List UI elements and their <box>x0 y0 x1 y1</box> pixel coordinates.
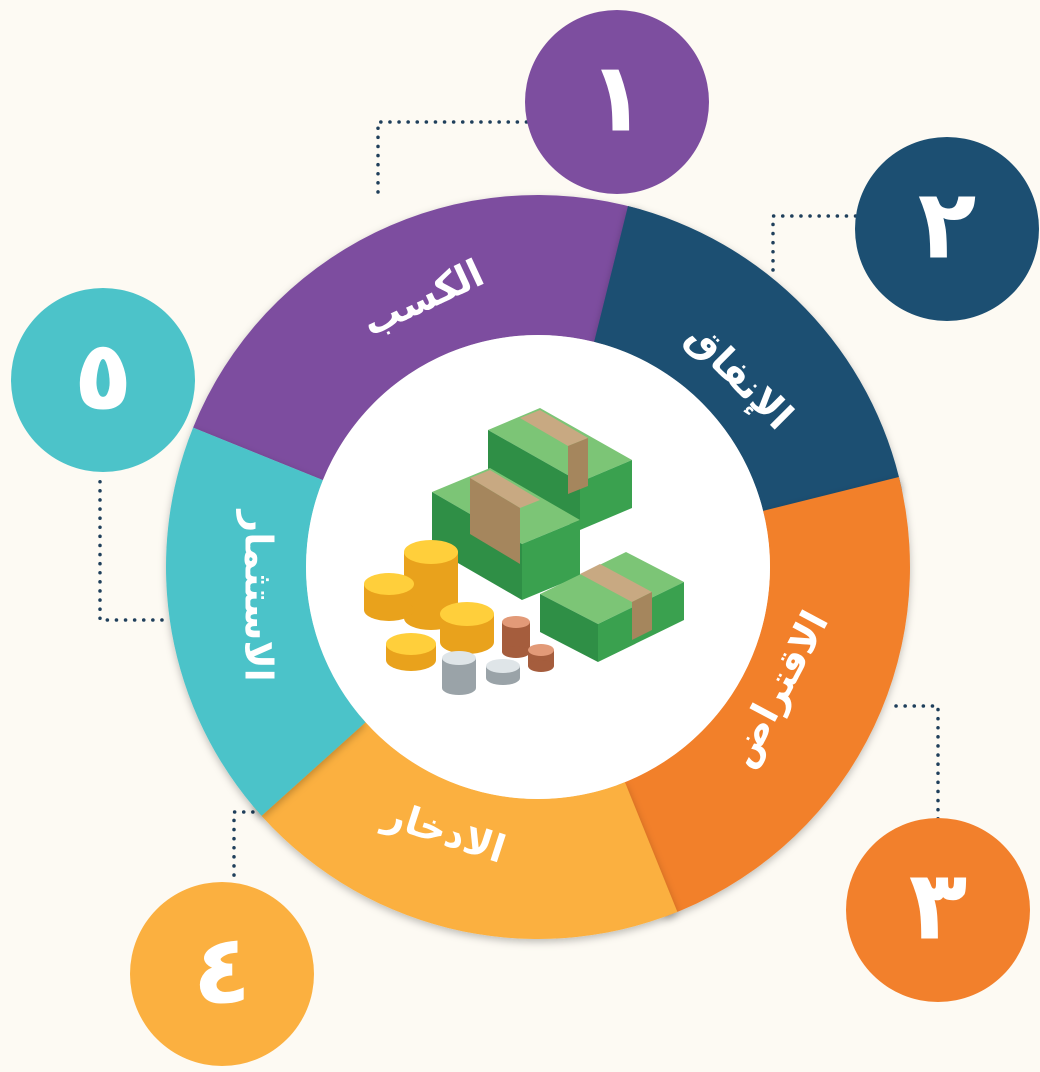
cash-stack-left <box>432 468 580 600</box>
segment-earning[interactable] <box>193 194 641 481</box>
connector-lines <box>98 120 940 882</box>
label-investing: الاستثمار <box>237 508 281 681</box>
badge-1-circle <box>525 10 709 194</box>
small-coins <box>442 616 554 695</box>
badge-2[interactable]: ٢ <box>855 137 1039 321</box>
connector-1 <box>376 120 530 194</box>
badge-4-circle <box>130 882 314 1066</box>
badge-4-number: ٤ <box>193 913 252 1025</box>
badge-5-circle <box>11 288 195 472</box>
segment-saving[interactable] <box>253 716 678 939</box>
cash-stack-right <box>540 552 684 662</box>
connector-2 <box>771 214 864 272</box>
badge-2-circle <box>855 137 1039 321</box>
badge-5[interactable]: ٥ <box>11 288 195 472</box>
connector-5 <box>98 472 164 622</box>
badge-1[interactable]: ١ <box>525 10 709 194</box>
gold-coins <box>364 540 494 671</box>
badge-3[interactable]: ٣ <box>846 818 1030 1002</box>
badge-2-number: ٢ <box>918 168 977 280</box>
step-badges: ١ ٢ ٣ ٤ ٥ <box>11 10 1039 1066</box>
cycle-ring <box>166 194 911 939</box>
badge-4[interactable]: ٤ <box>130 882 314 1066</box>
badge-3-number: ٣ <box>909 849 968 961</box>
badge-5-number: ٥ <box>74 319 133 431</box>
connector-3 <box>894 704 940 824</box>
segment-borrowing[interactable] <box>617 477 911 917</box>
badge-1-number: ١ <box>588 41 647 153</box>
segment-investing[interactable] <box>166 427 366 816</box>
badge-3-circle <box>846 818 1030 1002</box>
connector-4 <box>232 810 264 882</box>
money-stack-and-coins-icon <box>364 408 684 695</box>
cash-stack-back <box>488 408 632 530</box>
segment-spending[interactable] <box>594 206 902 519</box>
